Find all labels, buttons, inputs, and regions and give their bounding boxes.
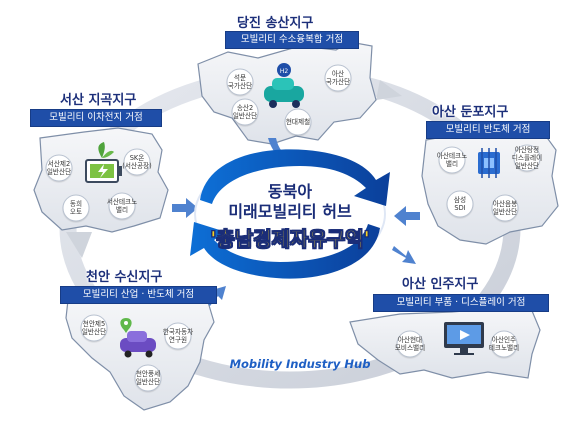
site-pin-tangjeong — [513, 144, 541, 172]
site-pin-sk-on — [123, 148, 151, 176]
site-pin-hyundai-steel — [284, 108, 312, 136]
asan-injoo-zone-bar: 모빌리티 부품 · 디스플레이 거점 — [373, 294, 549, 312]
hub-title-line2: 미래모빌리티 허브 — [228, 202, 352, 221]
site-pin-donghee — [62, 194, 90, 222]
site-label: 아산테크노 밸리 — [436, 152, 468, 168]
display-monitor-icon — [444, 322, 484, 355]
ring-arrow-upper-right — [376, 80, 402, 100]
site-label: 한국자동차 연구원 — [162, 328, 194, 344]
site-label: 아산탕정 디스플레이 일반산단 — [511, 146, 543, 170]
site-label: SK온 (서산공장) — [122, 154, 152, 170]
asan-dunpo-zone-title: 아산 둔포지구 — [432, 105, 509, 120]
connector-arrow-right — [394, 206, 420, 226]
site-label: 서산테크노 밸리 — [106, 198, 138, 214]
site-pin-mobis-valley — [396, 330, 424, 358]
site-pin-eumbong — [491, 194, 519, 222]
site-pin-seongmun — [226, 68, 254, 96]
dangjin-zone-title: 당진 송산지구 — [237, 16, 314, 31]
site-pin-cheonan5 — [80, 314, 108, 342]
seosan-zone-bar: 모빌리티 이차전지 거점 — [30, 109, 162, 127]
site-label: 아산인주 테크노밸리 — [488, 336, 520, 352]
hydrogen-car-icon: H2 — [264, 63, 304, 108]
ring-arrow-left — [66, 232, 92, 258]
site-label: 아산 국가산단 — [325, 70, 351, 86]
asan-dunpo-zone-bar: 모빌리티 반도체 거점 — [426, 121, 550, 139]
site-label: 삼성 SDI — [453, 196, 467, 212]
site-pin-pungse — [134, 364, 162, 392]
svg-text:H2: H2 — [280, 68, 289, 75]
cheonan-zone-bar: 모빌리티 산업 · 반도체 거점 — [60, 286, 217, 304]
semiconductor-chip-icon — [478, 148, 500, 178]
hub-english-caption: Mobility Industry Hub — [229, 357, 371, 371]
site-pin-injoo-techno — [490, 330, 518, 358]
connector-arrow-left — [172, 198, 198, 218]
site-label: 아산음봉 일반산단 — [492, 200, 518, 216]
cheonan-zone-title: 천안 수신지구 — [86, 270, 163, 285]
hub-title-line3: '충남경제자유구역' — [210, 227, 370, 252]
site-pin-seosan-techno — [108, 192, 136, 220]
site-pin-songsan2 — [231, 98, 259, 126]
site-label: 현대제철 — [285, 118, 311, 126]
site-label: 천안풍세 일반산단 — [135, 370, 161, 386]
seosan-zone-title: 서산 지곡지구 — [60, 93, 137, 108]
site-label: 석문 국가산단 — [227, 74, 253, 90]
dangjin-zone-bar: 모빌리티 수소융복합 거점 — [225, 31, 359, 49]
site-pin-asan-national — [324, 64, 352, 92]
hub-swirl-bottom — [190, 222, 380, 279]
site-label: 서산제2 일반산단 — [46, 160, 72, 176]
hub-swirl-top — [200, 149, 390, 206]
site-label: 동희 오토 — [69, 200, 83, 216]
site-pin-seosan2 — [45, 154, 73, 182]
connected-car-icon — [120, 318, 156, 358]
site-pin-katech — [164, 322, 192, 350]
battery-plant-icon — [85, 142, 122, 183]
hub-title-line1: 동북아 — [267, 182, 313, 201]
site-label: 송산2 일반산단 — [232, 104, 258, 120]
asan-injoo-zone-title: 아산 인주지구 — [402, 277, 479, 292]
site-pin-asan-techno — [438, 146, 466, 174]
site-pin-samsung-sdi — [446, 190, 474, 218]
site-label: 아산현대 모비스밸리 — [394, 336, 426, 352]
connector-arrow-bottom-right — [392, 246, 416, 264]
site-label: 천안제5 일반산단 — [81, 320, 107, 336]
